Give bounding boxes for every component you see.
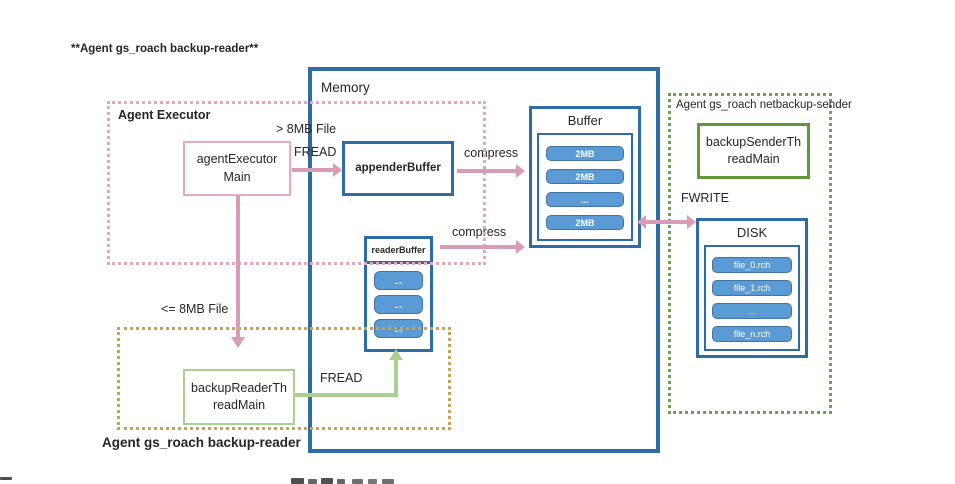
backup-reader-thread-line1: backupReaderTh xyxy=(191,380,287,395)
disk-file: file_n.rch xyxy=(712,326,792,342)
disk-file: ... xyxy=(712,303,792,319)
le-8mb-label: <= 8MB File xyxy=(161,302,229,316)
compress-arrow-bottom-head xyxy=(516,240,525,254)
buffer-label: Buffer xyxy=(567,113,603,128)
backup-sender-thread-box: backupSenderTh readMain xyxy=(697,123,810,179)
executor-region-label: Agent Executor xyxy=(118,108,211,122)
clipped-text-fragment xyxy=(308,479,317,484)
compress-arrow-top-head xyxy=(516,164,525,178)
clipped-text-fragment xyxy=(321,478,333,484)
fwrite-label: FWRITE xyxy=(681,191,729,205)
disk-box: DISK file_0.rch file_1.rch ... file_n.rc… xyxy=(696,218,808,358)
reader-region xyxy=(117,327,451,430)
buffer-slot: 2MB xyxy=(546,146,624,161)
sender-region-label: Agent gs_roach netbackup-sender xyxy=(676,99,852,111)
compress-label-top: compress xyxy=(464,146,519,160)
compress-arrow-top xyxy=(457,169,517,173)
clipped-text-fragment xyxy=(382,479,394,484)
backup-reader-thread-box: backupReaderTh readMain xyxy=(183,369,295,425)
fwrite-arrow-left-head xyxy=(637,215,646,229)
executor-to-reader-arrow xyxy=(236,196,240,338)
buffer-slot-list: 2MB 2MB ... 2MB xyxy=(537,133,633,241)
fread-arrow-head xyxy=(333,163,342,177)
reader-buffer-slot: ... xyxy=(374,271,423,290)
disk-label: DISK xyxy=(736,225,768,240)
buffer-slot: 2MB xyxy=(546,215,624,230)
compress-arrow-bottom xyxy=(440,245,517,249)
buffer-slot: 2MB xyxy=(546,169,624,184)
fread-arrow xyxy=(292,168,334,172)
gt-8mb-label: > 8MB File xyxy=(276,122,337,136)
disk-file: file_1.rch xyxy=(712,280,792,296)
fwrite-arrow-right-head xyxy=(687,215,696,229)
clipped-text-fragment xyxy=(352,479,363,484)
compress-label-bottom: compress xyxy=(452,225,507,239)
fread-label-bottom: FREAD xyxy=(320,371,363,385)
fwrite-arrow xyxy=(645,220,688,224)
disk-file: file_0.rch xyxy=(712,257,792,273)
appender-buffer-box: appenderBuffer xyxy=(342,141,454,196)
backup-sender-thread-line2: readMain xyxy=(727,152,780,166)
reader-buffer-slot-list: ... ... ... xyxy=(367,264,430,345)
reader-buffer-slot: ... xyxy=(374,295,423,314)
backup-sender-thread-line1: backupSenderTh xyxy=(705,134,802,149)
diagram-title: **Agent gs_roach backup-reader** xyxy=(71,43,259,55)
executor-to-reader-arrow-head xyxy=(231,337,245,348)
disk-file-list: file_0.rch file_1.rch ... file_n.rch xyxy=(704,245,800,351)
agent-executor-main-line2: Main xyxy=(223,169,251,184)
fread-connector-vertical xyxy=(394,359,398,397)
backup-reader-thread-line2: readMain xyxy=(212,398,266,412)
buffer-slot: ... xyxy=(546,192,624,207)
fread-connector-head xyxy=(389,349,403,360)
fread-connector-horizontal xyxy=(295,393,398,397)
footer-dash xyxy=(0,477,12,480)
buffer-box: Buffer 2MB 2MB ... 2MB xyxy=(529,106,641,248)
agent-executor-main-line1: agentExecutor xyxy=(196,152,278,166)
memory-label: Memory xyxy=(321,80,370,95)
agent-executor-main-box: agentExecutor Main xyxy=(183,141,291,196)
clipped-text-fragment xyxy=(291,478,304,484)
reader-buffer-box: readerBuffer ... ... ... xyxy=(364,236,433,352)
fread-label-top: FREAD xyxy=(294,145,337,159)
executor-region xyxy=(107,101,486,265)
reader-region-label: Agent gs_roach backup-reader xyxy=(102,435,301,450)
clipped-text-fragment xyxy=(368,479,377,484)
clipped-text-fragment xyxy=(337,479,345,484)
